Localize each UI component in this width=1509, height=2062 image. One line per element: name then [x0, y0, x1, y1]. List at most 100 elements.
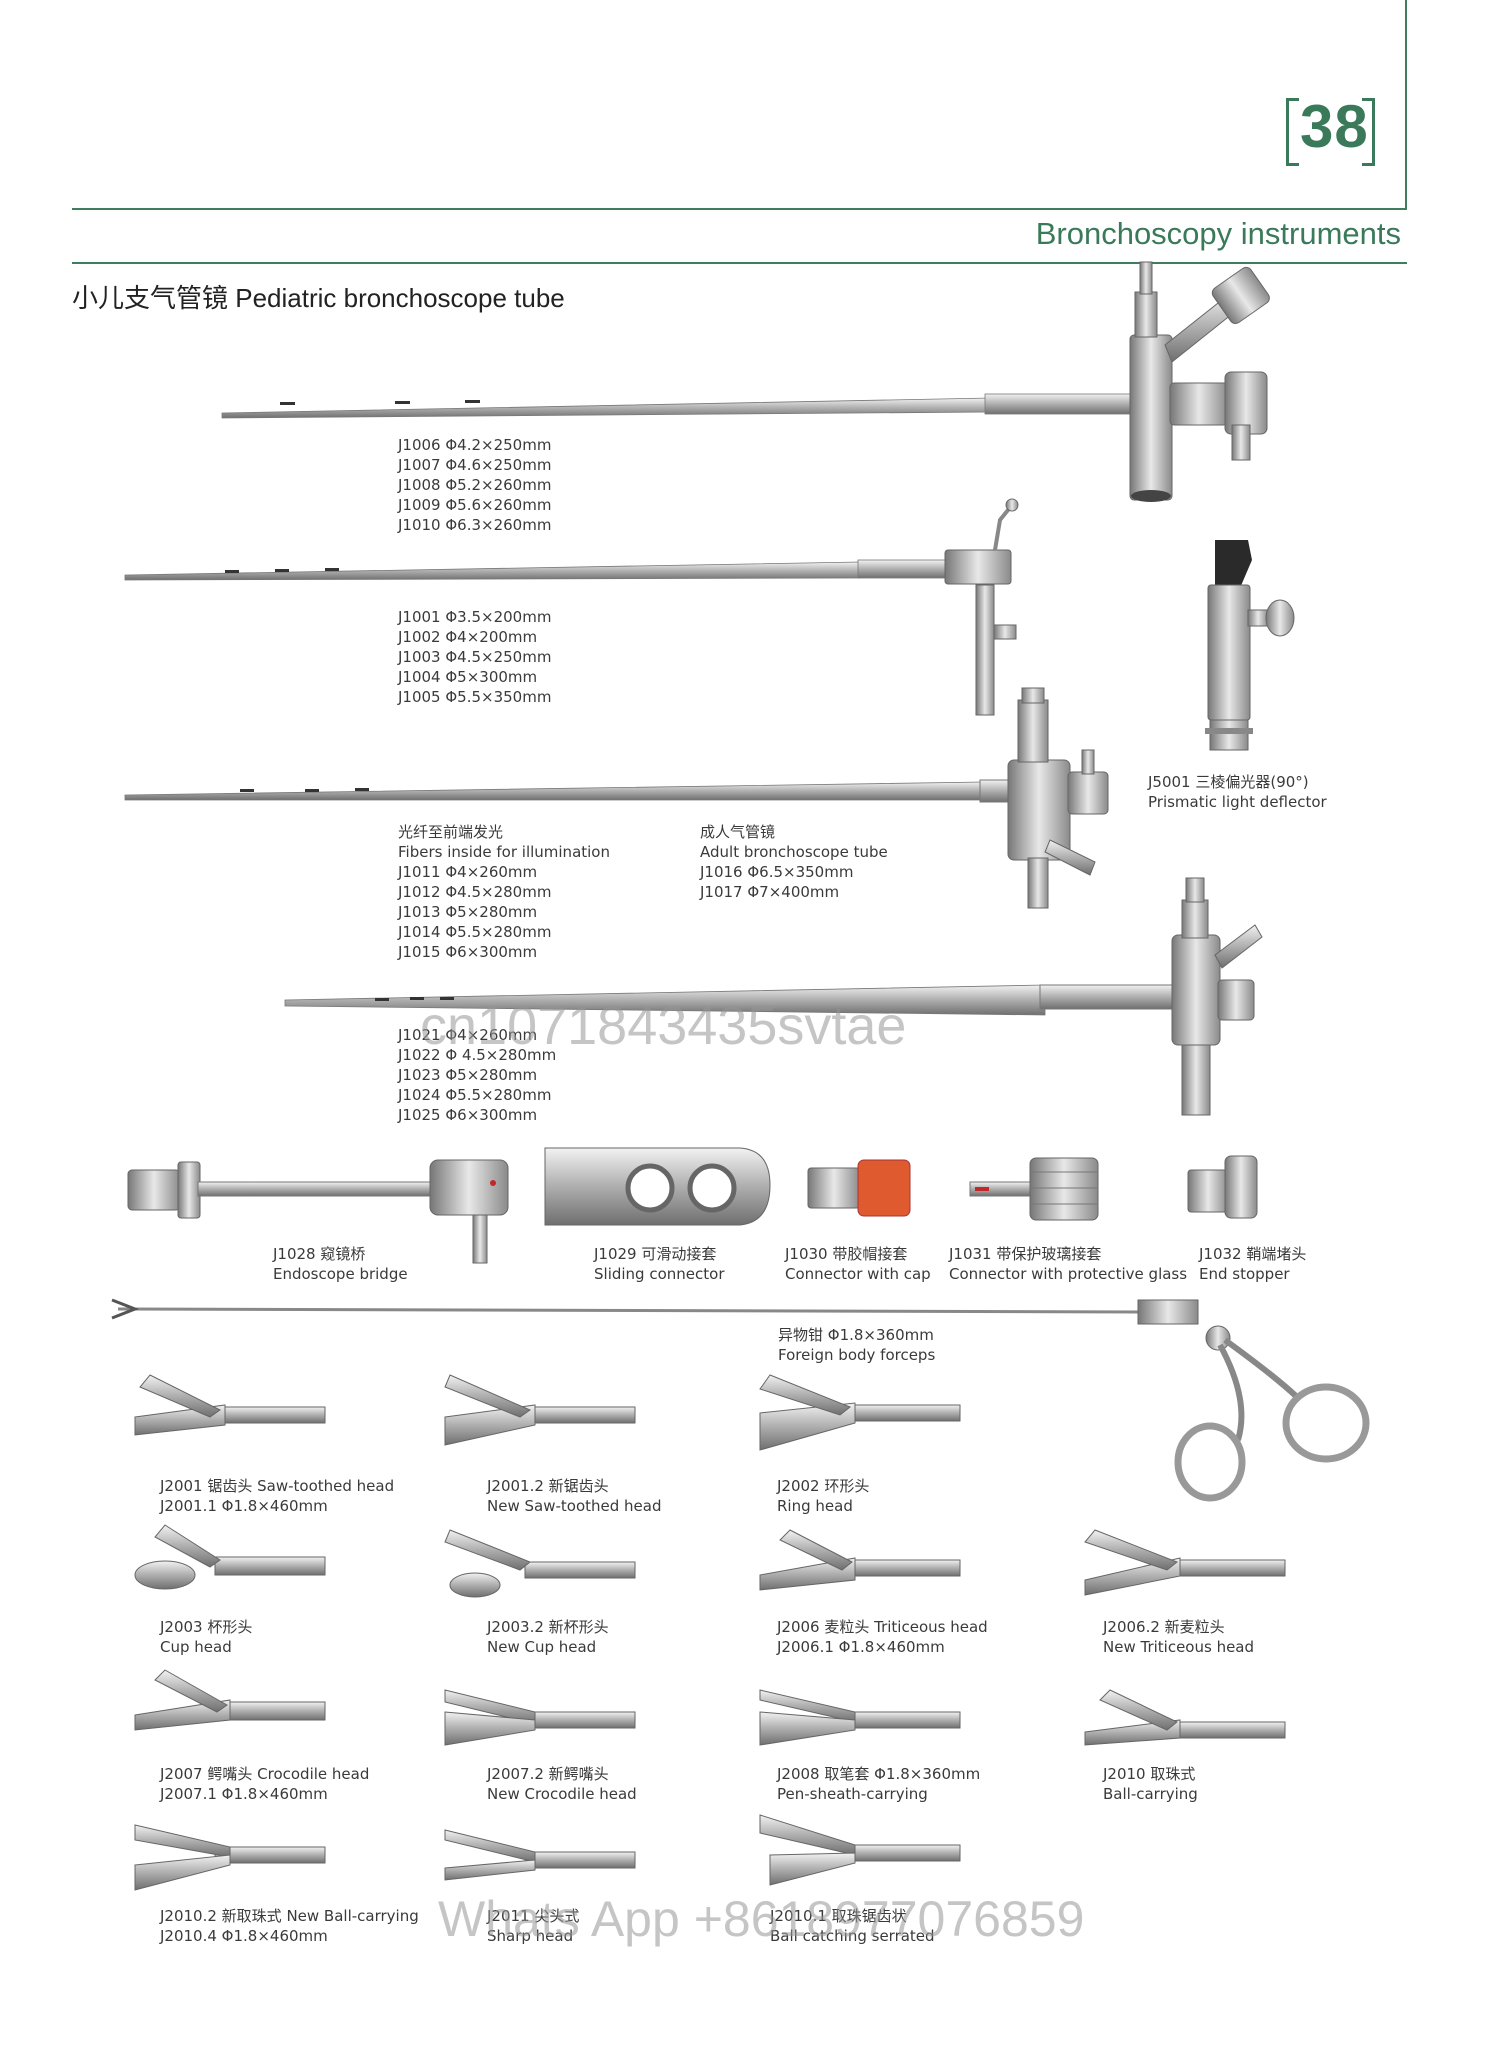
caption-line: Ball-carrying: [1103, 1785, 1198, 1803]
watermark-id: cn1071843435svtae: [420, 996, 907, 1056]
caption-line: 异物钳 Φ1.8×360mm: [778, 1326, 934, 1344]
spec-line: J1007 Φ4.6×250mm: [398, 456, 552, 474]
caption-line: Foreign body forceps: [778, 1346, 936, 1364]
caption-code: J1028 窥镜桥: [273, 1245, 366, 1263]
foreign-body-forceps-caption: 异物钳 Φ1.8×360mm Foreign body forceps: [778, 1325, 935, 1365]
header-vertical-rule: [1405, 0, 1407, 210]
caption-line: J2010.1 取珠锯齿状: [770, 1907, 907, 1925]
caption-name: Sliding connector: [594, 1265, 725, 1283]
caption-line: Cup head: [160, 1638, 232, 1656]
caption-code: J1030 带胶帽接套: [785, 1245, 908, 1263]
pediatric-tube-2: [124, 498, 1019, 716]
head-caption: J2011 尖头式 Sharp head: [487, 1906, 579, 1946]
prismatic-deflector-illustration: [1205, 540, 1295, 751]
spec-adult: 成人气管镜 Adult bronchoscope tube J1016 Φ6.5…: [700, 822, 888, 902]
head-caption: J2010 取珠式 Ball-carrying: [1103, 1764, 1198, 1804]
caption-name: Connector with protective glass: [949, 1265, 1188, 1283]
spec-line: J1022 Φ 4.5×280mm: [398, 1046, 557, 1064]
spec-line: J1008 Φ5.2×260mm: [398, 476, 552, 494]
spec-group-1: J1006 Φ4.2×250mm J1007 Φ4.6×250mm J1008 …: [398, 435, 551, 535]
caption-line: J2008 取笔套 Φ1.8×360mm: [777, 1765, 981, 1783]
accessory-caption-endoscope-bridge: J1028 窥镜桥 Endoscope bridge: [273, 1244, 408, 1284]
spec-line: J1010 Φ6.3×260mm: [398, 516, 552, 534]
pediatric-tube-3: [124, 687, 1109, 909]
spec-line: J1012 Φ4.5×280mm: [398, 883, 552, 901]
spec-line: Fibers inside for illumination: [398, 843, 610, 861]
caption-line: J2010.4 Φ1.8×460mm: [160, 1927, 328, 1945]
spec-line: J1003 Φ4.5×250mm: [398, 648, 552, 666]
spec-line: J1025 Φ6×300mm: [398, 1106, 538, 1124]
spec-line: J1001 Φ3.5×200mm: [398, 608, 552, 626]
spec-line: J1023 Φ5×280mm: [398, 1066, 538, 1084]
caption-code: J1032 鞘端堵头: [1199, 1245, 1307, 1263]
connector-with-protective-glass-illustration: [969, 1157, 1099, 1221]
caption-line: Ring head: [777, 1497, 853, 1515]
foreign-body-forceps-illustration: [111, 1298, 1370, 1502]
forceps-heads: [134, 1374, 1286, 1891]
page-heading: 小儿支气管镜 Pediatric bronchoscope tube: [72, 283, 565, 313]
head-caption: J2010.1 取珠锯齿状 Ball catching serrated: [770, 1906, 935, 1946]
caption-line: J2001.2 新锯齿头: [487, 1477, 609, 1495]
caption-line: J2003.2 新杯形头: [487, 1618, 609, 1636]
caption-line: J2007 鳄嘴头 Crocodile head: [160, 1765, 370, 1783]
accessory-caption-sliding-connector: J1029 可滑动接套 Sliding connector: [594, 1244, 724, 1284]
page-number-bracket-right: [1362, 98, 1375, 166]
end-stopper-illustration: [1187, 1155, 1258, 1219]
spec-line: 成人气管镜: [700, 823, 776, 841]
spec-line: J1005 Φ5.5×350mm: [398, 688, 552, 706]
caption-line: J2006 麦粒头 Triticeous head: [777, 1618, 988, 1636]
caption-line: J2007.2 新鳄嘴头: [487, 1765, 609, 1783]
spec-line: J1006 Φ4.2×250mm: [398, 436, 552, 454]
pediatric-tube-1: [221, 261, 1270, 502]
caption-line: J2010 取珠式: [1103, 1765, 1196, 1783]
spec-line: 光纤至前端发光: [398, 823, 504, 841]
watermark-whatsapp: Whats App +8618977076859: [438, 1891, 1085, 1947]
caption-code: J1029 可滑动接套: [594, 1245, 717, 1263]
caption-line: Sharp head: [487, 1927, 574, 1945]
spec-line: J1021 Φ4×260mm: [398, 1026, 538, 1044]
spec-line: J1011 Φ4×260mm: [398, 863, 538, 881]
spec-line: J1002 Φ4×200mm: [398, 628, 538, 646]
caption-name: Endoscope bridge: [273, 1265, 408, 1283]
sliding-connector-illustration: [544, 1147, 771, 1226]
page-number: 38: [1300, 93, 1369, 160]
accessory-caption-end-stopper: J1032 鞘端堵头 End stopper: [1199, 1244, 1306, 1284]
spec-group-3: 光纤至前端发光 Fibers inside for illumination J…: [398, 822, 610, 962]
accessory-caption-connector-cap: J1030 带胶帽接套 Connector with cap: [785, 1244, 931, 1284]
spec-line: J1024 Φ5.5×280mm: [398, 1086, 552, 1104]
caption-name: Connector with cap: [785, 1265, 931, 1283]
spec-line: J1004 Φ5×300mm: [398, 668, 538, 686]
caption-line: J5001 三棱偏光器(90°): [1148, 773, 1309, 791]
caption-line: J2001.1 Φ1.8×460mm: [160, 1497, 328, 1515]
caption-name: End stopper: [1199, 1265, 1290, 1283]
caption-line: New Cup head: [487, 1638, 597, 1656]
spec-group-2: J1001 Φ3.5×200mm J1002 Φ4×200mm J1003 Φ4…: [398, 607, 551, 707]
spec-line: J1015 Φ6×300mm: [398, 943, 538, 961]
caption-line: Ball catching serrated: [770, 1927, 935, 1945]
caption-line: New Crocodile head: [487, 1785, 637, 1803]
head-caption: J2007.2 新鳄嘴头 New Crocodile head: [487, 1764, 637, 1804]
header-top-rule: [72, 208, 1407, 210]
section-title: Bronchoscopy instruments: [1035, 216, 1401, 251]
accessory-caption-protective-glass: J1031 带保护玻璃接套 Connector with protective …: [949, 1244, 1187, 1284]
caption-line: Pen-sheath-carrying: [777, 1785, 928, 1803]
header-bottom-rule: [72, 262, 1407, 264]
head-caption: J2001.2 新锯齿头 New Saw-toothed head: [487, 1476, 661, 1516]
deflector-caption: J5001 三棱偏光器(90°) Prismatic light deflect…: [1148, 772, 1327, 812]
spec-line: Adult bronchoscope tube: [700, 843, 888, 861]
caption-line: Prismatic light deflector: [1148, 793, 1327, 811]
caption-line: New Saw-toothed head: [487, 1497, 662, 1515]
caption-line: J2011 尖头式: [487, 1907, 580, 1925]
head-caption: J2003.2 新杯形头 New Cup head: [487, 1617, 609, 1657]
caption-line: J2001 锯齿头 Saw-toothed head: [160, 1477, 395, 1495]
spec-line: J1009 Φ5.6×260mm: [398, 496, 552, 514]
